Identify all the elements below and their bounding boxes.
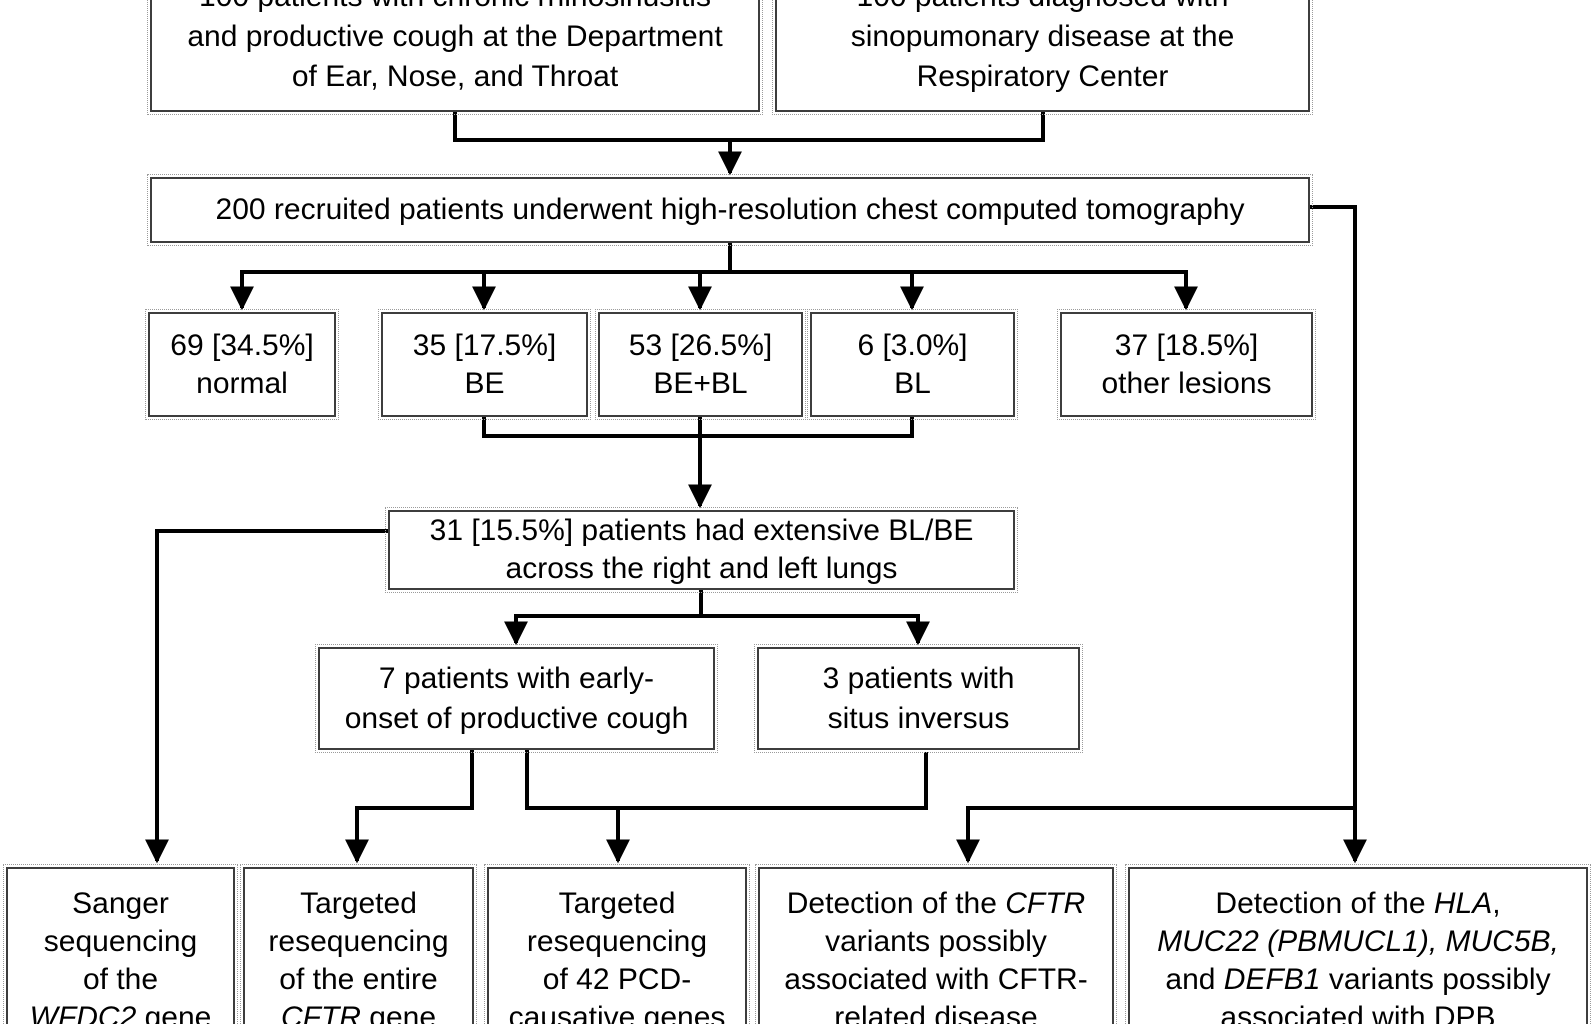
box-text-line: 100 patients diagnosed with xyxy=(857,0,1229,17)
box-text-line: 7 patients with early- xyxy=(378,661,655,695)
box-text-line: Sanger xyxy=(72,887,169,920)
box-text-line: associated with DPB xyxy=(1220,1001,1496,1024)
connector-patients-merge xyxy=(525,750,928,810)
box-situs-inversus: 3 patients with situs inversus xyxy=(754,644,1083,753)
box-text-line: normal xyxy=(196,366,288,400)
connector-top-merge xyxy=(453,112,1045,142)
box-text-line: across the right and left lungs xyxy=(505,552,898,585)
connector-lesions-merge xyxy=(482,417,914,438)
box-text-line: and DEFB1 variants possibly xyxy=(1165,963,1551,996)
arrow-earlyonset-to-cftrgene xyxy=(345,750,474,864)
box-text-line: 53 [26.5%] xyxy=(628,328,773,362)
connector-hrct-split xyxy=(240,243,1188,274)
box-text-line: 69 [34.5%] xyxy=(170,328,314,362)
arrow-hrct-to-hla xyxy=(1310,205,1367,864)
box-text-line: resequencing xyxy=(526,925,708,958)
box-hrct: 200 recruited patients underwent high-re… xyxy=(147,174,1313,246)
box-text-line: Detection of the HLA, xyxy=(1215,887,1501,920)
box-text-line: BL xyxy=(894,366,931,400)
box-cftr-variants-detection: Detection of the CFTR variants possibly as… xyxy=(755,864,1117,1024)
box-normal: 69 [34.5%] normal xyxy=(145,309,339,420)
connector-extensive-split xyxy=(514,590,920,618)
box-targeted-pcd-genes: Targeted resequencing of 42 PCD-causative … xyxy=(484,864,750,1024)
box-be: 35 [17.5%] BE xyxy=(378,309,591,420)
box-text-line: of the entire xyxy=(279,963,438,996)
box-text-line: onset of productive cough xyxy=(344,701,689,735)
box-respiratory-recruitment: 100 patients diagnosed with sinopumonary … xyxy=(772,0,1313,115)
box-text-line: Targeted xyxy=(558,887,676,920)
box-text-line: CFTR gene xyxy=(280,1001,437,1024)
box-text-line: BE+BL xyxy=(653,366,748,400)
box-text-line: Targeted xyxy=(300,887,417,920)
box-text-line: 37 [18.5%] xyxy=(1114,328,1259,362)
box-text-line: associated with CFTR- xyxy=(784,963,1088,996)
box-text-line: causative genes xyxy=(508,1001,726,1024)
box-text-line: of the xyxy=(82,963,159,996)
box-text-line: situs inversus xyxy=(827,701,1010,735)
box-text-line: and productive cough at the Department xyxy=(187,20,723,53)
box-text-line: 200 recruited patients underwent high-re… xyxy=(215,193,1245,226)
box-text-line: related disease xyxy=(834,1001,1038,1024)
box-text-line: 3 patients with xyxy=(822,661,1015,695)
box-bl: 6 [3.0%] BL xyxy=(807,309,1018,420)
arrow-branch-to-cftrvar xyxy=(956,806,1355,864)
box-other-lesions: 37 [18.5%] other lesions xyxy=(1057,309,1316,420)
box-text-line: 100 patients with chronic rhinosinusitis xyxy=(199,0,711,17)
box-text-line: Respiratory Center xyxy=(916,60,1169,93)
box-be-bl: 53 [26.5%] BE+BL xyxy=(595,309,806,420)
box-text-line: 31 [15.5%] patients had extensive BL/BE xyxy=(429,514,974,547)
box-hla-variants-detection: Detection of the HLA, MUC22 (PBMUCL1), MU… xyxy=(1125,864,1591,1024)
box-text-line: other lesions xyxy=(1101,366,1272,400)
box-text-line: 6 [3.0%] xyxy=(857,328,968,362)
box-text-line: variants possibly xyxy=(825,925,1047,958)
arrow-extensive-to-sanger xyxy=(145,529,388,864)
box-ent-recruitment: 100 patients with chronic rhinosinusitis… xyxy=(147,0,763,115)
box-text-line: WFDC2 gene xyxy=(29,1001,212,1024)
box-text-line: Detection of the CFTR xyxy=(786,887,1086,920)
box-early-onset: 7 patients with early-onset of productiv… xyxy=(315,644,718,753)
box-text-line: of 42 PCD- xyxy=(542,963,692,996)
box-text-line: sequencing xyxy=(43,925,198,958)
box-text-line: sinopumonary disease at the xyxy=(850,20,1235,53)
box-text-line: MUC22 (PBMUCL1), MUC5B, xyxy=(1157,925,1559,958)
box-text-line: 35 [17.5%] xyxy=(412,328,557,362)
box-text-line: of Ear, Nose, and Throat xyxy=(291,60,619,93)
box-extensive-blbe: 31 [15.5%] patients had extensive BL/BE a… xyxy=(385,507,1018,593)
box-text-line: resequencing xyxy=(268,925,449,958)
box-text-line: BE xyxy=(464,366,505,400)
